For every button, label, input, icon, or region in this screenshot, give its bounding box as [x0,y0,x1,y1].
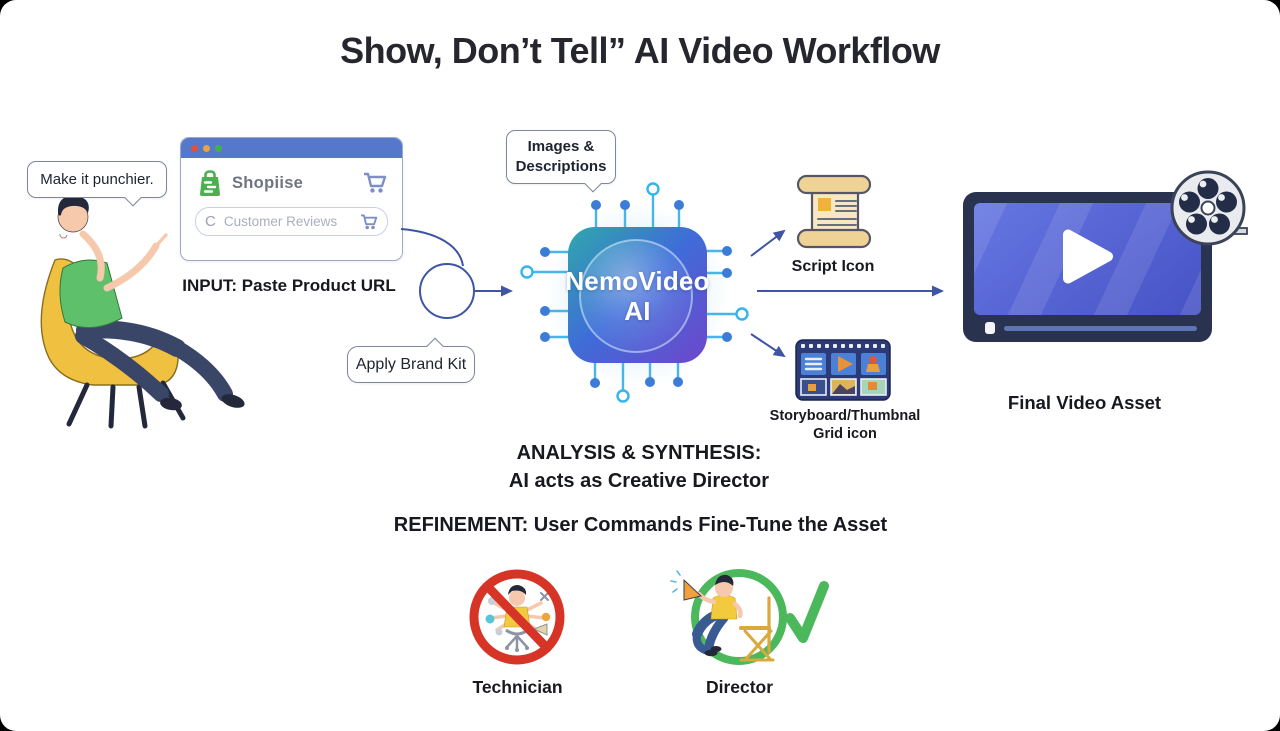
technician-label: Technician [472,677,563,697]
chip-label-line2: AI [624,296,651,326]
brand-kit-text: Apply Brand Kit [355,355,467,373]
script-image-block [818,198,831,211]
input-stage-caption: INPUT: Paste Product URL [182,276,396,295]
window-dot-yellow [203,144,210,152]
seated-user-illustration [40,198,245,429]
arrow-chip-to-script [750,229,786,257]
approval-ring [691,569,787,665]
cart-icon [364,172,387,193]
storyboard-icon [795,339,891,401]
storyboard-label-line1: Storyboard/Thumbnal [769,408,921,424]
person-arms [79,230,160,292]
final-video-label: Final Video Asset [1007,392,1162,413]
data-inputs-line1: Images & [527,138,595,155]
search-field: C [195,207,388,236]
brand-kit-loop [419,263,475,319]
video-screen [974,203,1201,315]
chip-label-line1: NemoVideo [565,266,710,296]
play-cell [838,356,853,372]
script-text-lines [817,200,857,226]
director-approved-icon [670,569,829,665]
browser-to-loop-curve [400,228,464,267]
analysis-stage-caption: ANALYSIS & SYNTHESIS: AI acts as Creativ… [414,439,864,495]
megaphone-sound-lines [670,570,681,593]
person-hair [57,198,89,216]
store-header: Shopiise [197,169,387,197]
technician-rejected-icon [469,569,565,665]
video-player [963,192,1212,342]
thumbnail-row [800,378,887,396]
refinement-stage-caption: REFINEMENT: User Commands Fine-Tune the … [393,514,888,536]
person-smile [59,233,68,239]
analysis-caption-line2: AI acts as Creative Director [508,470,770,492]
video-progress-bar [1004,326,1197,331]
data-inputs-line2: Descriptions [515,158,607,175]
analysis-caption-line1: ANALYSIS & SYNTHESIS: [516,442,762,464]
bubble-tail [426,337,444,355]
director-chair [739,596,775,662]
shopping-bag-icon [200,170,220,196]
technician-figure [485,585,551,652]
filmstrip-sprockets [801,344,885,348]
bubble-tail [584,175,602,193]
chip-label: NemoVideo AI [562,266,713,326]
checkmark-icon [785,581,829,643]
storyboard-icon-label: Storyboard/Thumbnal Grid icon [766,407,924,443]
pointing-finger [154,233,168,248]
director-figure [670,570,743,657]
store-brand-name: Shopiise [232,173,304,192]
menu-lines-cell [804,357,823,371]
video-control-chip [985,322,995,334]
person-shirt [59,259,123,329]
search-icon: C [205,213,216,230]
person-legs [75,320,245,411]
prohibition-slash [483,582,552,653]
arrow-chip-to-storyboard [750,333,786,358]
director-label: Director [705,677,774,697]
figure-cell [866,356,880,372]
browser-window: Shopiise C [180,137,403,261]
megaphone [683,578,703,601]
script-icon-label: Script Icon [791,258,875,275]
window-dot-red [191,144,198,152]
storyboard-label-line2: Grid icon [813,426,877,442]
window-dot-green [215,144,222,152]
browser-titlebar [181,138,402,158]
prohibition-ring [469,569,565,665]
data-inputs-bubble: Images & Descriptions [506,130,616,193]
search-input [221,213,354,230]
brand-kit-bubble: Apply Brand Kit [347,337,475,383]
user-speech-bubble: Make it punchier. [27,161,167,207]
page-title: Show, Don’t Tell” AI Video Workflow [340,30,940,71]
play-icon [1062,229,1114,290]
user-speech-text: Make it punchier. [40,171,154,188]
cart-icon-small [361,214,378,229]
script-icon [796,174,872,249]
